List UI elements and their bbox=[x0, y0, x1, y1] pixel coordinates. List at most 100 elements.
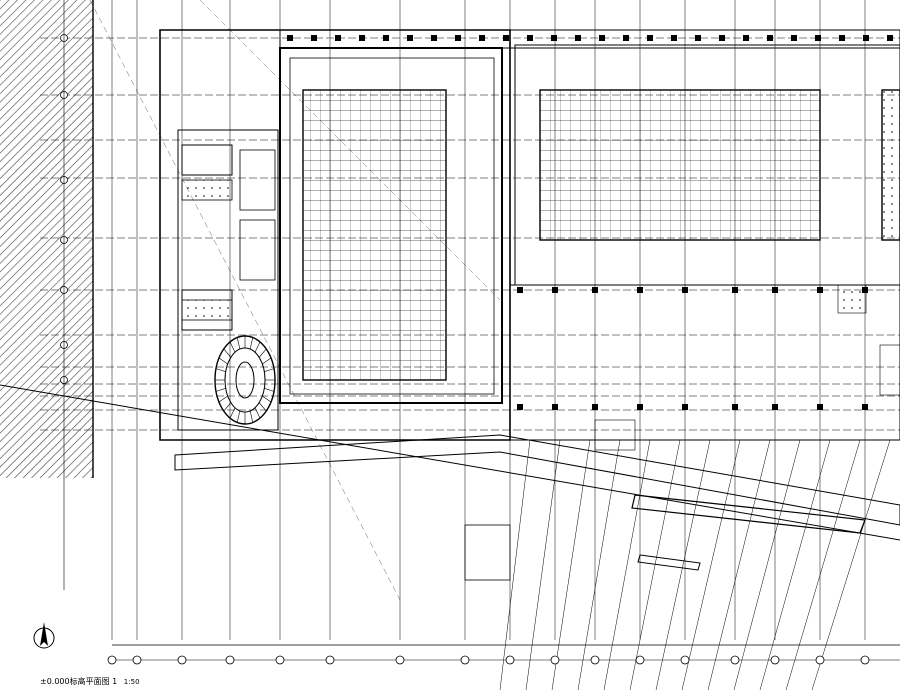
stair-tread bbox=[236, 410, 241, 423]
annex-room bbox=[464, 524, 511, 581]
column bbox=[455, 35, 461, 41]
building-south-edge bbox=[174, 434, 900, 526]
grid-line-slanted bbox=[629, 439, 681, 691]
column bbox=[599, 35, 605, 41]
ramp bbox=[637, 554, 701, 571]
column bbox=[682, 404, 688, 410]
grid-axis-bubble bbox=[815, 655, 825, 665]
stair-tread bbox=[218, 395, 228, 403]
grid-axis-bubble bbox=[505, 655, 515, 665]
stair-tread bbox=[258, 348, 267, 358]
changing-rooms bbox=[177, 129, 279, 431]
stair-tread bbox=[249, 337, 254, 350]
column bbox=[839, 35, 845, 41]
stair-tread bbox=[215, 387, 226, 392]
column bbox=[887, 35, 893, 41]
column bbox=[815, 35, 821, 41]
column bbox=[359, 35, 365, 41]
grid-line-slanted bbox=[525, 439, 561, 691]
column bbox=[732, 404, 738, 410]
stair-tread bbox=[254, 407, 261, 419]
column bbox=[527, 35, 533, 41]
stair-tread bbox=[215, 368, 226, 373]
grid-axis-bubble bbox=[225, 655, 235, 665]
column bbox=[695, 35, 701, 41]
north-corridor bbox=[279, 29, 900, 49]
column bbox=[311, 35, 317, 41]
stair-tread bbox=[258, 402, 267, 412]
stair-tread bbox=[262, 357, 272, 365]
column bbox=[551, 35, 557, 41]
grid-line-slanted bbox=[733, 439, 801, 691]
column bbox=[732, 287, 738, 293]
grid-axis-bubble bbox=[107, 655, 117, 665]
grid-axis-bubble bbox=[177, 655, 187, 665]
grid-axis-bubble bbox=[770, 655, 780, 665]
grid-axis-bubble bbox=[635, 655, 645, 665]
column bbox=[772, 287, 778, 293]
column bbox=[682, 287, 688, 293]
column bbox=[479, 35, 485, 41]
grid-axis-bubble bbox=[590, 655, 600, 665]
drawing-title-text: ±0.000标高平面图 bbox=[40, 677, 110, 686]
stair-tread bbox=[264, 387, 275, 392]
stair-core-right bbox=[594, 284, 900, 451]
grid-line-slanted bbox=[655, 439, 711, 691]
grid-line-slanted bbox=[577, 439, 621, 691]
locker-blocks bbox=[181, 144, 276, 331]
grid-axis-bubble bbox=[550, 655, 560, 665]
lower-rooms bbox=[509, 284, 900, 441]
column bbox=[335, 35, 341, 41]
drawing-number: 1 bbox=[112, 677, 118, 686]
stair-tread bbox=[262, 395, 272, 403]
north-arrow-icon bbox=[33, 622, 55, 649]
axis-grid-slanted bbox=[499, 439, 891, 691]
stair-tread bbox=[236, 337, 241, 350]
column bbox=[517, 404, 523, 410]
column bbox=[817, 287, 823, 293]
stair-tread bbox=[254, 341, 261, 353]
column bbox=[552, 404, 558, 410]
stair-tread bbox=[229, 341, 236, 353]
grid-line-slanted bbox=[603, 439, 651, 691]
side-pool bbox=[881, 89, 900, 241]
column bbox=[671, 35, 677, 41]
column bbox=[517, 287, 523, 293]
stair-tread bbox=[229, 407, 236, 419]
stair-tread bbox=[249, 410, 254, 423]
column bbox=[592, 287, 598, 293]
canopy bbox=[631, 494, 866, 534]
stair-tread bbox=[223, 348, 232, 358]
column-row-lower bbox=[517, 287, 868, 410]
grid-axis-bubble bbox=[132, 655, 142, 665]
column bbox=[287, 35, 293, 41]
stair-tread bbox=[218, 357, 228, 365]
column bbox=[817, 404, 823, 410]
column bbox=[719, 35, 725, 41]
grid-axis-bubble bbox=[680, 655, 690, 665]
column bbox=[767, 35, 773, 41]
column bbox=[772, 404, 778, 410]
column-row-top bbox=[287, 35, 893, 41]
column bbox=[863, 35, 869, 41]
column bbox=[383, 35, 389, 41]
column bbox=[431, 35, 437, 41]
leader-diagonal bbox=[89, 0, 401, 601]
grid-axis-bubble bbox=[730, 655, 740, 665]
column bbox=[575, 35, 581, 41]
grid-line-slanted bbox=[551, 439, 591, 691]
drawing-scale: 1:50 bbox=[123, 678, 140, 686]
axis-bubbles-bottom bbox=[107, 655, 870, 665]
pool-hall-inner bbox=[289, 57, 495, 395]
grid-axis-bubble bbox=[275, 655, 285, 665]
grid-axis-bubble bbox=[460, 655, 470, 665]
spiral-staircase bbox=[214, 335, 276, 425]
stair-tread bbox=[223, 402, 232, 412]
grid-axis-bubble bbox=[395, 655, 405, 665]
column bbox=[592, 404, 598, 410]
drawing-title: ±0.000标高平面图 1 1:50 bbox=[40, 676, 140, 687]
training-pool bbox=[539, 89, 821, 241]
site-boundary bbox=[0, 384, 900, 541]
column bbox=[791, 35, 797, 41]
competition-pool bbox=[302, 89, 447, 381]
